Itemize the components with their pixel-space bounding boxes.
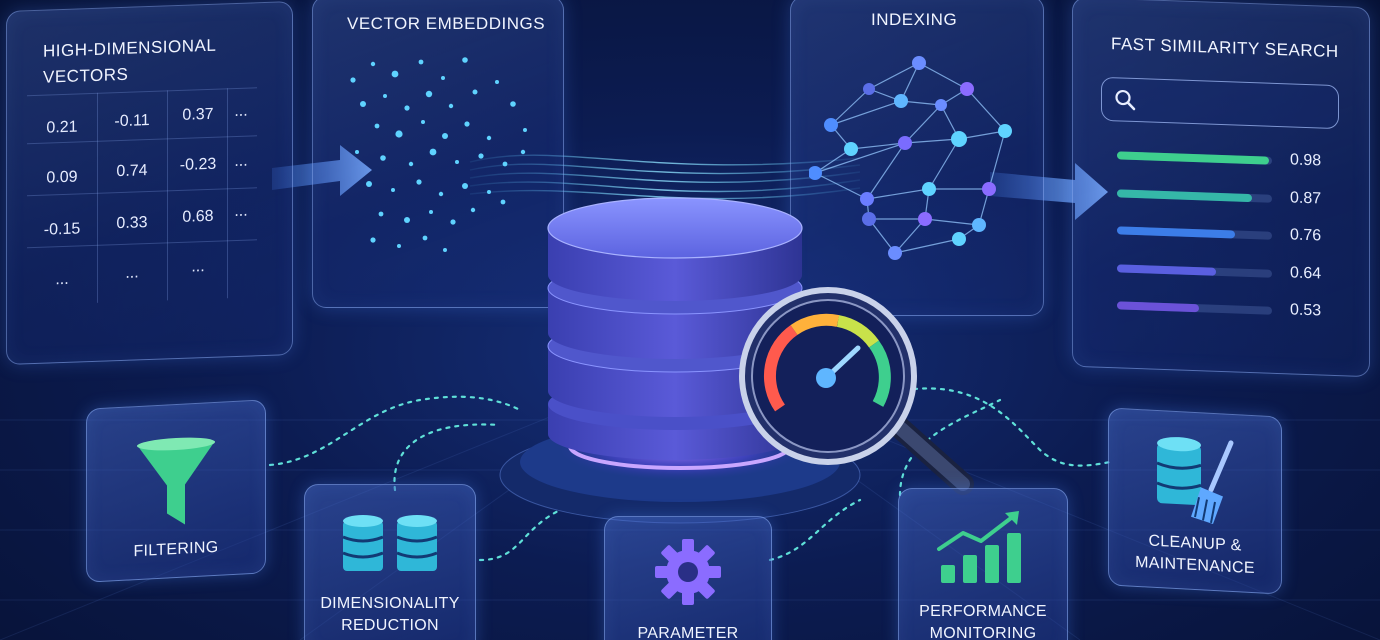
search-icon <box>1115 89 1136 111</box>
speed-gauge-icon <box>739 287 974 495</box>
parameter-tile[interactable]: Parameter <box>604 516 772 640</box>
embeddings-panel-title: Vector Embeddings <box>347 14 546 33</box>
vectors-panel: High-Dimensional Vectors 0.21 -0.11 0.37… <box>6 0 293 366</box>
similarity-bar-track <box>1117 151 1272 165</box>
gear-icon <box>655 539 721 605</box>
vector-cell: 0.21 <box>46 118 78 137</box>
flow-arrow-left <box>272 145 372 196</box>
filtering-label: Filtering <box>133 538 219 561</box>
database-icon <box>342 515 438 571</box>
vector-cell: -0.23 <box>179 155 217 174</box>
similarity-score: 0.87 <box>1290 188 1322 207</box>
vector-cell: 0.09 <box>46 168 78 187</box>
similarity-bar-fill <box>1117 226 1235 239</box>
parameter-label: Parameter <box>637 625 739 640</box>
funnel-icon <box>137 437 215 525</box>
vector-cell: 0.74 <box>116 162 148 181</box>
vector-cell: ... <box>125 264 139 282</box>
performance-line1: Performance <box>919 603 1047 620</box>
database-icon-central <box>547 197 803 460</box>
embeddings-panel: Vector Embeddings <box>312 0 564 308</box>
vector-cell: -0.15 <box>43 220 81 239</box>
performance-monitoring-tile[interactable]: Performance Monitoring <box>898 488 1068 640</box>
similarity-bar-track <box>1117 226 1272 240</box>
flow-arrow-right <box>990 163 1108 220</box>
similarity-score: 0.64 <box>1290 263 1322 282</box>
vectors-title-line2: Vectors <box>43 64 129 87</box>
vector-cell: ... <box>234 152 248 171</box>
embedding-points-cluster <box>350 57 527 252</box>
vector-cell: 0.37 <box>182 105 214 124</box>
performance-label: Performance Monitoring <box>899 601 1067 640</box>
similarity-search-panel: Fast Similarity Search 0.98 0.87 0.76 0.64 0… <box>1072 0 1370 378</box>
vector-cell: 0.33 <box>116 214 148 233</box>
vector-table: 0.21 -0.11 0.37 ... 0.09 0.74 -0.23 ... … <box>27 87 277 336</box>
indexing-panel: Indexing <box>790 0 1044 316</box>
vector-cell: ... <box>234 202 248 221</box>
similarity-bar-track <box>1117 263 1272 278</box>
index-graph-network <box>809 56 1012 260</box>
vector-cell: 0.68 <box>182 207 214 226</box>
dimensionality-reduction-tile[interactable]: Dimensionality Reduction <box>304 484 476 640</box>
similarity-bar-fill <box>1117 301 1200 313</box>
similarity-bar-fill <box>1117 263 1217 276</box>
cleanup-label: Cleanup & Maintenance <box>1109 528 1281 581</box>
growth-chart-icon <box>937 511 1021 583</box>
broom-icon <box>1156 437 1234 524</box>
vector-cell: ... <box>55 270 69 289</box>
data-flow-lines <box>469 154 861 200</box>
vector-cell: ... <box>234 102 248 121</box>
performance-line2: Monitoring <box>929 625 1037 640</box>
cleanup-maintenance-tile[interactable]: Cleanup & Maintenance <box>1108 407 1282 595</box>
dotted-connectors <box>268 387 1112 562</box>
similarity-score: 0.53 <box>1290 301 1322 320</box>
similarity-score: 0.76 <box>1290 226 1322 245</box>
similarity-bar-fill <box>1117 151 1269 165</box>
similarity-score: 0.98 <box>1290 151 1322 170</box>
search-input[interactable] <box>1101 76 1339 130</box>
similarity-bar-fill <box>1117 188 1252 202</box>
similarity-bar-track <box>1117 301 1272 315</box>
indexing-panel-title: Indexing <box>871 10 958 29</box>
search-panel-title: Fast Similarity Search <box>1111 34 1339 62</box>
vectors-panel-title: High-Dimensional Vectors <box>43 33 216 91</box>
dimensionality-line1: Dimensionality <box>320 595 460 612</box>
vector-cell: -0.11 <box>114 111 150 131</box>
similarity-bar-track <box>1117 188 1272 203</box>
filtering-tile[interactable]: Filtering <box>86 399 266 583</box>
vector-cell: ... <box>191 258 205 276</box>
dimensionality-label: Dimensionality Reduction <box>305 593 475 637</box>
dimensionality-line2: Reduction <box>341 617 439 634</box>
